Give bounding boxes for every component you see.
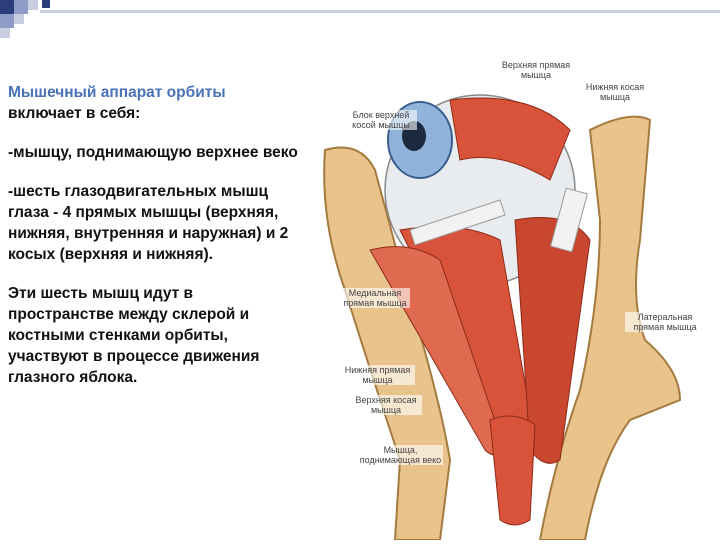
bullet-levator: -мышцу, поднимающую верхнее веко: [8, 144, 298, 161]
paragraph-function: Эти шесть мышц идут в пространстве между…: [8, 285, 260, 386]
decor-square-6: [0, 28, 10, 38]
heading-rest: включает в себя:: [8, 105, 141, 122]
decor-square-1: [0, 0, 14, 14]
label-lateral-rectus: Латеральная прямая мышца: [625, 312, 705, 332]
lateral-rectus-muscle: [514, 217, 591, 464]
decor-square-4: [0, 14, 14, 28]
orbit-muscles-illustration: [323, 94, 682, 541]
label-inferior-oblique: Нижняя косая мышца: [580, 82, 650, 102]
label-trochlea: Блок верхней косой мышцы: [345, 110, 417, 130]
label-inferior-rectus: Нижняя прямая мышца: [340, 365, 415, 385]
decor-square-2: [14, 0, 28, 14]
label-medial-rectus: Медиальная прямая мышца: [340, 288, 410, 308]
decor-square-5: [14, 14, 24, 24]
top-decor-line: [40, 10, 720, 13]
orbit-muscles-figure: Верхняя прямая мышца Нижняя косая мышца …: [300, 40, 718, 541]
label-superior-rectus: Верхняя прямая мышца: [500, 60, 572, 80]
heading-accent: Мышечный аппарат орбиты: [8, 84, 226, 101]
decor-square-7: [42, 0, 50, 8]
tendon-lateral: [549, 187, 589, 253]
label-levator: Мышца, поднимающая веко: [358, 445, 443, 465]
bullet-eye-muscles: -шесть глазодвигательных мышц глаза - 4 …: [8, 183, 289, 263]
slide-heading: Мышечный аппарат орбиты включает в себя:: [8, 82, 298, 124]
right-bone-wall: [538, 115, 682, 541]
levator-muscle: [489, 415, 536, 526]
slide-text: Мышечный аппарат орбиты включает в себя:…: [8, 82, 298, 406]
label-superior-oblique: Верхняя косая мышца: [350, 395, 422, 415]
decor-square-3: [28, 0, 38, 10]
superior-rectus-muscle: [449, 97, 571, 181]
tendon-upper: [409, 199, 506, 246]
